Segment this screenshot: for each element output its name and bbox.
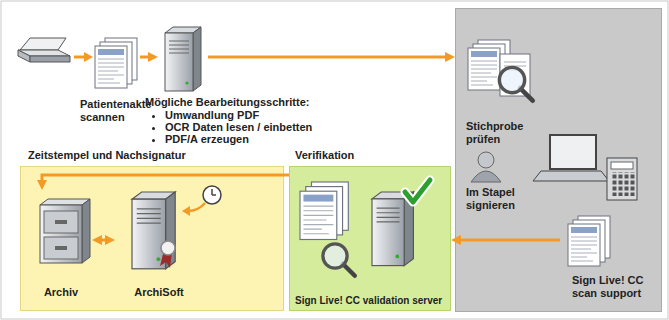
step-label: Im Stapel signieren	[466, 186, 528, 212]
archive-box: Archiv	[30, 190, 92, 305]
flow-connector	[92, 235, 115, 245]
arrow-head	[105, 235, 115, 245]
server-icon	[165, 27, 201, 91]
connector-line	[459, 239, 560, 242]
laptop-icon	[533, 135, 609, 181]
processing-step: Mögliche Bearbeitungsschritte:Umwandlung…	[158, 26, 208, 92]
flow-connector	[208, 52, 455, 62]
panel-heading: Verifikation	[295, 149, 354, 162]
panel-fills	[21, 9, 662, 312]
flow-connector	[451, 235, 560, 245]
flow-connector	[37, 175, 289, 190]
panel-fill	[21, 167, 284, 311]
component-label: ArchiSoft	[115, 286, 203, 299]
scan-support: Sign Live! CC scan support	[560, 212, 652, 304]
timestamp-panel: Zeitstempel und NachsignaturArchivArchiS…	[20, 166, 284, 311]
product-label: Sign Live! CC scan support	[572, 274, 652, 300]
arrow-head	[451, 235, 461, 245]
product-label: Sign Live! CC validation server	[295, 295, 447, 307]
bullet-item: OCR Daten lesen / einbetten	[165, 121, 312, 133]
document-stack	[568, 216, 610, 266]
arrow-head	[92, 235, 102, 245]
component-label: Archiv	[30, 286, 92, 299]
archive-cabinet	[40, 199, 90, 263]
sample-check-icon	[468, 40, 533, 101]
bullet-item: Umwandlung PDF	[165, 109, 259, 121]
connector-line	[42, 175, 289, 182]
clock-icon	[182, 186, 221, 216]
scan-step: Patientenakte scannen	[15, 28, 140, 94]
panel-heading: Zeitstempel und Nachsignatur	[28, 149, 186, 162]
flow-arrow	[74, 52, 93, 62]
document-stack	[95, 38, 137, 88]
panel-fill	[456, 9, 662, 312]
bullet-item: PDF/A erzeugen	[165, 133, 249, 145]
arrow-head	[148, 52, 158, 62]
panel-fill	[290, 167, 451, 311]
person-icon	[471, 152, 501, 182]
verification-icons	[300, 180, 430, 276]
verification-panel: VerifikationSign Live! CC validation ser…	[289, 166, 451, 311]
connector-line	[208, 56, 447, 59]
archisoft-box: ArchiSoft	[115, 182, 203, 305]
arrow-head	[37, 180, 47, 190]
arrow-head	[445, 52, 455, 62]
calculator-icon	[607, 158, 637, 200]
signing-panel: Stichprobe prüfen Im Stapel signierenSign…	[455, 8, 662, 312]
step-label: Stichprobe prüfen	[466, 120, 536, 146]
scanner-icon	[18, 38, 70, 62]
archisoft-server	[132, 192, 175, 269]
step-heading: Mögliche Bearbeitungsschritte:	[145, 96, 309, 109]
flow-connector	[140, 52, 158, 62]
